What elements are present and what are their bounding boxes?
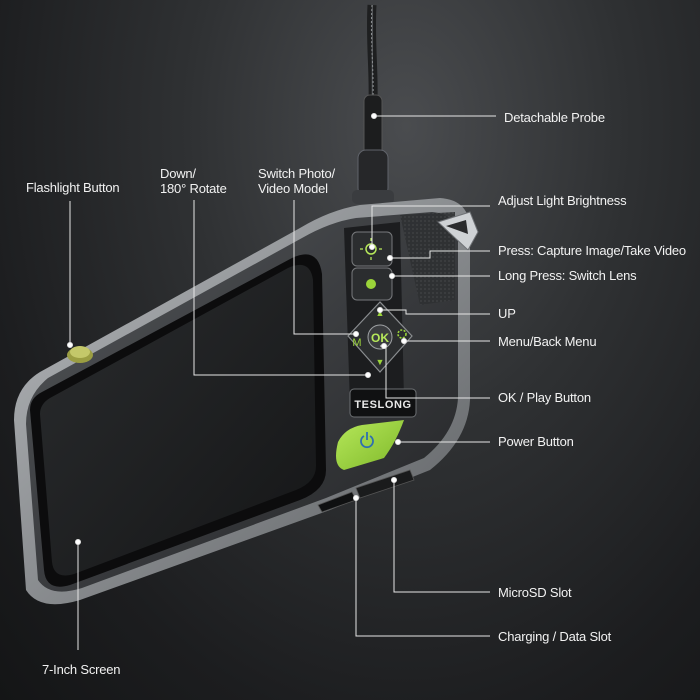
label-up: UP bbox=[498, 306, 516, 321]
flashlight-button[interactable] bbox=[67, 346, 93, 363]
dot-icon bbox=[366, 279, 376, 289]
label-detachable-probe: Detachable Probe bbox=[504, 110, 605, 125]
label-flashlight-button: Flashlight Button bbox=[26, 180, 120, 195]
label-microsd-slot: MicroSD Slot bbox=[498, 585, 572, 600]
label-ok-play: OK / Play Button bbox=[498, 390, 591, 405]
label-adjust-light: Adjust Light Brightness bbox=[498, 193, 627, 208]
gear-icon bbox=[397, 329, 407, 339]
label-down-rotate: Down/180° Rotate bbox=[160, 166, 227, 196]
brand-plate: TESLONG bbox=[349, 388, 417, 418]
down-arrow-icon: ▼ bbox=[376, 357, 385, 367]
control-panel: OK ▲ ▼ M TESLONG bbox=[336, 222, 417, 470]
microsd-slot bbox=[355, 469, 415, 499]
label-charging-slot: Charging / Data Slot bbox=[498, 629, 612, 644]
power-button[interactable] bbox=[336, 420, 404, 470]
power-icon bbox=[360, 435, 374, 449]
ok-button-label: OK bbox=[371, 331, 389, 345]
probe-cable bbox=[352, 4, 394, 204]
label-switch-mode: Switch Photo/Video Model bbox=[258, 166, 335, 196]
menu-m-icon: M bbox=[352, 337, 361, 349]
display-screen bbox=[30, 254, 326, 587]
navigation-dpad[interactable]: OK ▲ ▼ M bbox=[347, 301, 413, 373]
sun-icon bbox=[365, 243, 377, 255]
label-screen: 7-Inch Screen bbox=[42, 662, 121, 677]
capture-button[interactable] bbox=[351, 267, 393, 301]
label-power-button: Power Button bbox=[498, 434, 574, 449]
brand-logo: TESLONG bbox=[354, 399, 411, 411]
label-press-capture: Press: Capture Image/Take Video bbox=[498, 243, 686, 258]
label-menu-back: Menu/Back Menu bbox=[498, 334, 597, 349]
leader-lines bbox=[67, 113, 496, 650]
label-long-press: Long Press: Switch Lens bbox=[498, 268, 637, 283]
